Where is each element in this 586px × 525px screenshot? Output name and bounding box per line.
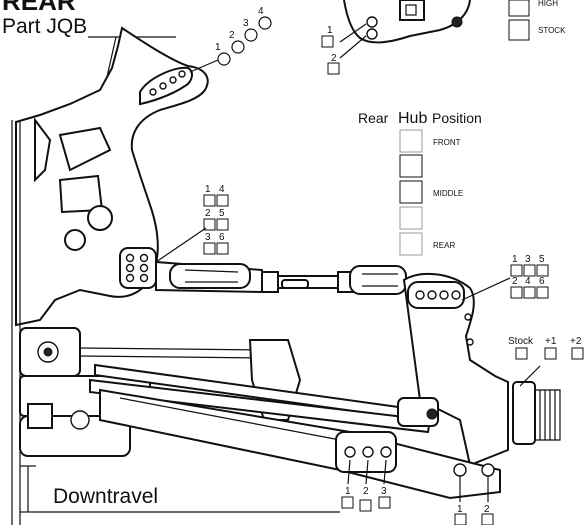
hub-title-rear: Rear: [358, 110, 389, 126]
inner-box-2[interactable]: [203, 218, 216, 231]
outer-num-1: 1: [512, 254, 518, 265]
inner-num-5: 5: [219, 208, 225, 219]
arm-hole-1-label: 1: [345, 486, 351, 497]
hub-label-middle: MIDDLE: [433, 189, 463, 198]
shock-tower-hole-markers: 1 2 3 4: [189, 6, 272, 73]
tower-hole-4: 4: [258, 6, 264, 17]
hub-box-rear[interactable]: [399, 232, 423, 256]
outer-camber-grid: 1 3 5 2 4 6: [461, 254, 549, 301]
outer-num-3: 3: [525, 254, 531, 265]
top-link-1-box[interactable]: [321, 35, 334, 48]
tower-hole-3: 3: [243, 18, 249, 29]
inner-box-6[interactable]: [216, 242, 229, 255]
wishbone-hole-1-label: 1: [457, 504, 463, 515]
wishbone-hole-1-box[interactable]: [454, 513, 467, 525]
inner-num-4: 4: [219, 184, 225, 195]
part-label: Part JQB: [2, 15, 87, 38]
lower-suspension: [19, 327, 501, 500]
tower-hole-1-marker: [217, 52, 231, 66]
outer-num-4: 4: [525, 276, 531, 287]
sheet-title: REAR: [2, 0, 76, 16]
hub-box-front[interactable]: [399, 129, 423, 153]
hub-height-plus1-label: +1: [545, 336, 557, 347]
top-link-2-label: 2: [331, 53, 337, 64]
hub-height-stock-box[interactable]: [515, 347, 528, 360]
wishbone-hole-2-box[interactable]: [481, 513, 494, 525]
arm-hole-2-label: 2: [363, 486, 369, 497]
downtravel-label: Downtravel: [53, 485, 158, 508]
hub-box-2[interactable]: [399, 154, 423, 178]
hub-height-options: Stock +1 +2: [508, 336, 584, 387]
outer-box-6[interactable]: [536, 286, 549, 299]
hub-box-middle[interactable]: [399, 180, 423, 204]
wishbone-hole-2-label: 2: [484, 504, 490, 515]
arm-hole-3-box[interactable]: [378, 496, 391, 509]
hub-height-plus2-box[interactable]: [571, 347, 584, 360]
inner-box-3[interactable]: [203, 242, 216, 255]
hub-height-plus1-box[interactable]: [544, 347, 557, 360]
inner-camber-grid: 1 4 2 5 3 6: [155, 184, 229, 263]
tower-hole-2: 2: [229, 30, 235, 41]
inner-box-5[interactable]: [216, 218, 229, 231]
high-box[interactable]: [508, 0, 530, 17]
rear-hub: [402, 272, 561, 467]
shock-tower-plate: [11, 26, 209, 525]
arm-hole-1-box[interactable]: [341, 496, 354, 509]
inner-num-1: 1: [205, 184, 211, 195]
inner-num-6: 6: [219, 232, 225, 243]
hub-box-4[interactable]: [399, 206, 423, 230]
arm-hole-3-label: 3: [381, 486, 387, 497]
downtravel-indicator: [20, 465, 340, 513]
hub-position-legend: Rear Hub Position FRONT MIDDLE REAR: [358, 110, 482, 256]
top-link-1-label: 1: [327, 25, 333, 36]
hub-height-stock-label: Stock: [508, 336, 534, 347]
outer-box-1[interactable]: [510, 264, 523, 277]
upper-camber-link: [155, 260, 407, 295]
inner-box-1[interactable]: [203, 194, 216, 207]
arm-hole-2-box[interactable]: [359, 499, 372, 512]
tower-hole-1: 1: [215, 42, 221, 53]
hub-label-front: FRONT: [433, 138, 461, 147]
outer-box-5[interactable]: [536, 264, 549, 277]
tower-hole-2-marker: [231, 40, 245, 54]
inner-num-2: 2: [205, 208, 211, 219]
stock-label: STOCK: [538, 26, 566, 35]
outer-box-3[interactable]: [523, 264, 536, 277]
hub-height-plus2-label: +2: [570, 336, 582, 347]
hub-title-position: Position: [432, 110, 482, 126]
hub-title-hub: Hub: [398, 110, 427, 127]
inner-num-3: 3: [205, 232, 211, 243]
inner-box-4[interactable]: [216, 194, 229, 207]
top-link-2-box[interactable]: [327, 62, 340, 75]
hub-label-rear: REAR: [433, 241, 455, 250]
outer-box-4[interactable]: [523, 286, 536, 299]
outer-num-5: 5: [539, 254, 545, 265]
outer-num-6: 6: [539, 276, 545, 287]
tower-hole-4-marker: [258, 16, 272, 30]
tower-hole-3-marker: [244, 28, 258, 42]
stock-box[interactable]: [508, 19, 530, 41]
outer-num-2: 2: [512, 276, 518, 287]
high-label: HIGH: [538, 0, 558, 8]
outer-box-2[interactable]: [510, 286, 523, 299]
top-link-mount: [339, 0, 471, 59]
